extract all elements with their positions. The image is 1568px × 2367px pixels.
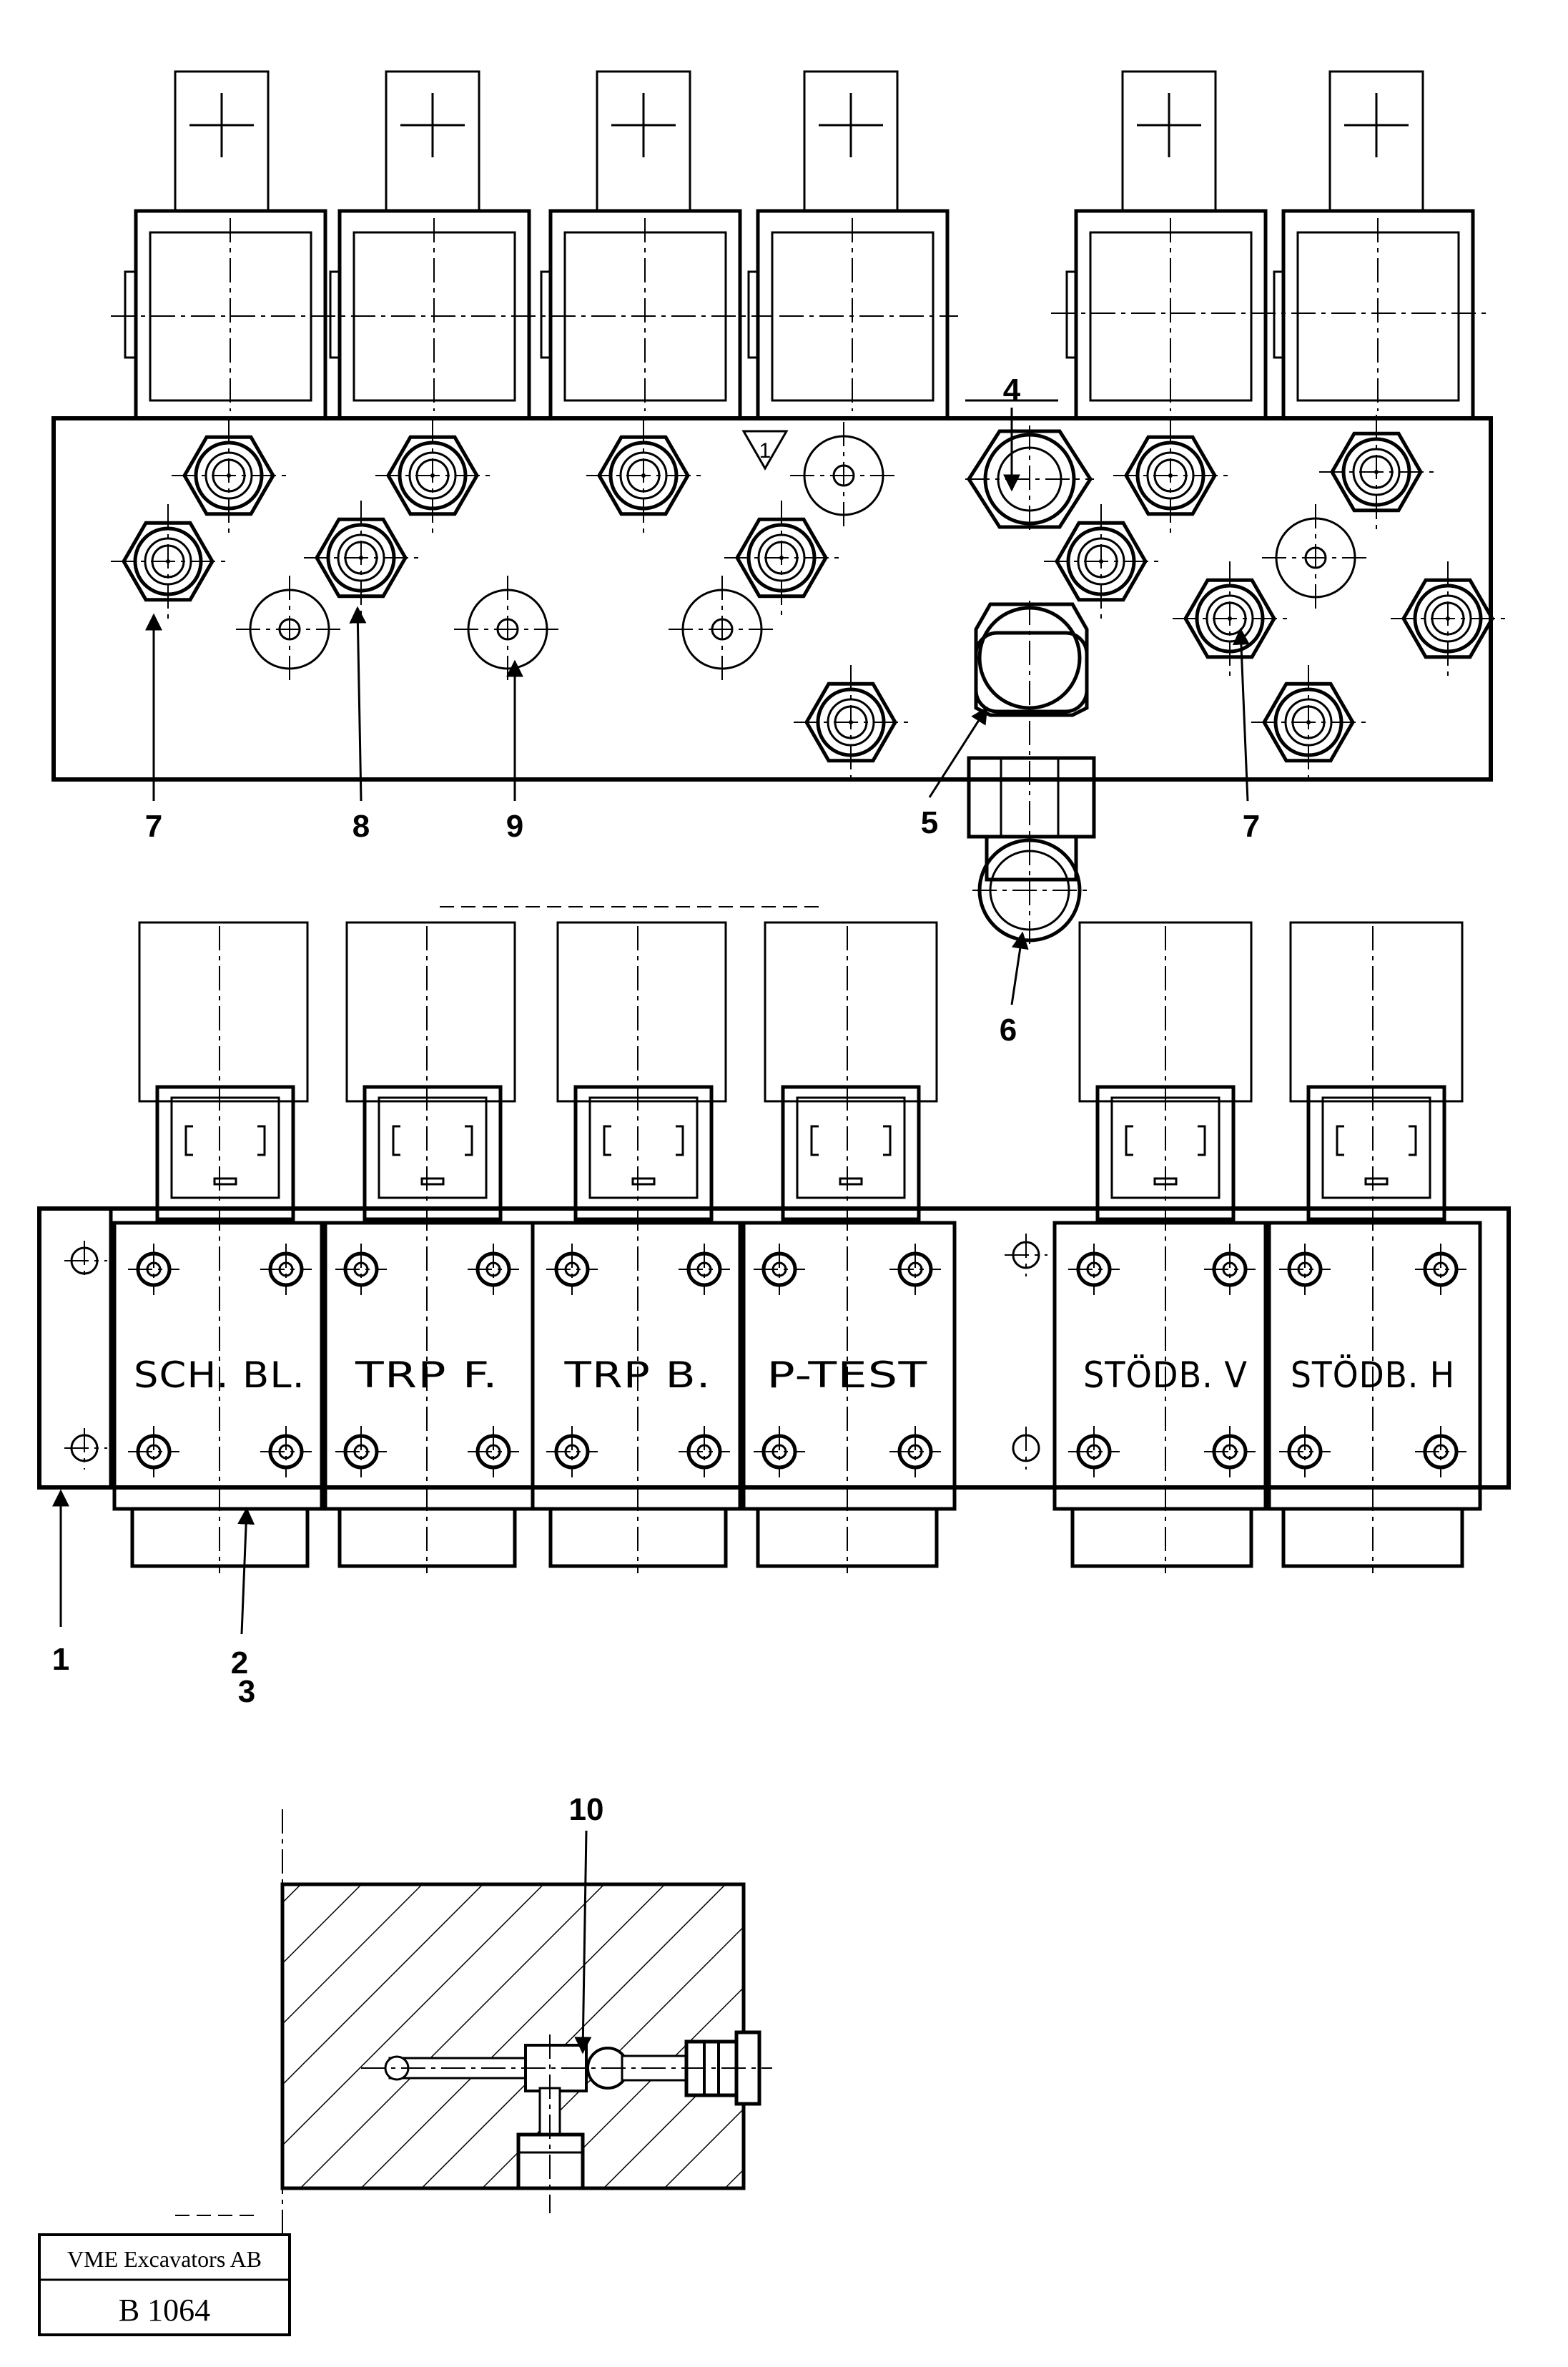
bolt-icon (889, 1426, 941, 1477)
plug-ports (236, 422, 1369, 683)
bolt-icon (468, 1426, 519, 1477)
valve-block-top (51, 416, 1493, 782)
drilled-passage (361, 2030, 772, 2213)
bolt-icon (546, 1244, 598, 1295)
hex-port (794, 665, 908, 779)
callout-3: 3 (238, 1674, 255, 1709)
bolt-icon (335, 1426, 387, 1477)
section-view (280, 1809, 772, 2270)
callout-6: 6 (1000, 1013, 1017, 1048)
plug-connector (781, 1085, 921, 1221)
coil-labels: SCH. BL. TRP F. TRP B. P-TEST STÖDB. V S… (134, 1354, 1455, 1396)
hex-port (1044, 504, 1158, 619)
coil-label-sch-bl: SCH. BL. (134, 1354, 305, 1396)
hex-ports (111, 415, 1505, 779)
front-stems (138, 921, 1464, 1103)
elbow-fitting (967, 601, 1096, 944)
revision-triangle: 1 (741, 430, 789, 471)
plug-port (669, 576, 776, 683)
plug-connector (363, 1085, 503, 1221)
callout-2: 2 (231, 1645, 248, 1680)
head-centerlines (111, 218, 1491, 411)
callout-10: 10 (569, 1792, 604, 1827)
callouts: 1 2 3 4 5 6 7 7 8 9 10 (52, 373, 1260, 2054)
coil-label-stodb-v: STÖDB. V (1083, 1354, 1248, 1396)
bolt-icon (1415, 1426, 1466, 1477)
revision-number: 1 (759, 439, 771, 463)
coil-label-stodb-h: STÖDB. H (1291, 1354, 1455, 1396)
plug-port (790, 422, 897, 529)
plug-connector (155, 1085, 295, 1221)
solenoid-coil (1052, 1221, 1271, 1568)
callout-1: 1 (52, 1642, 69, 1677)
coil-centerlines (219, 926, 1374, 1573)
plug-port (1262, 504, 1369, 611)
bolt-icon (128, 1426, 179, 1477)
callout-9: 9 (506, 809, 523, 844)
bolt-icon (679, 1426, 730, 1477)
bolt-icon (1068, 1426, 1120, 1477)
hex-port (304, 501, 418, 615)
callout-5: 5 (921, 805, 938, 840)
hex-port (724, 501, 839, 615)
bolt-icon (754, 1244, 805, 1295)
solenoid-stems (174, 70, 1424, 212)
drawing-code: B 1064 (119, 2293, 210, 2328)
title-block: VME Excavators AB B 1064 (38, 2215, 291, 2336)
bolt-icon (754, 1426, 805, 1477)
bolt-icon (1279, 1426, 1331, 1477)
callout-8: 8 (352, 809, 370, 844)
bolt-icon (1415, 1244, 1466, 1295)
hex-port (1113, 418, 1228, 533)
coil-label-trp-b: TRP B. (563, 1354, 711, 1396)
bolt-icon (1279, 1244, 1331, 1295)
plug-port (236, 576, 343, 683)
valve-block-front (37, 1206, 1511, 1490)
mid-plugs (1005, 1234, 1047, 1470)
end-plate (37, 1206, 113, 1490)
large-port (965, 425, 1094, 533)
hex-port (586, 418, 701, 533)
hex-port (375, 418, 490, 533)
bolt-icon (1204, 1426, 1256, 1477)
hex-port (172, 418, 286, 533)
top-view: 1 (51, 70, 1505, 944)
plug-port (454, 576, 561, 683)
plug-connector (573, 1085, 714, 1221)
bolt-icon (679, 1244, 730, 1295)
bolt-icon (335, 1244, 387, 1295)
hex-port (1173, 561, 1287, 676)
company-name: VME Excavators AB (67, 2246, 262, 2272)
callout-7-right: 7 (1243, 809, 1260, 844)
solenoid-heads (124, 209, 1475, 420)
bolt-icon (546, 1426, 598, 1477)
section-block (280, 1882, 746, 2190)
bolt-icon (1068, 1244, 1120, 1295)
bolt-icon (1204, 1244, 1256, 1295)
bolt-icon (889, 1244, 941, 1295)
bolt-icon (128, 1244, 179, 1295)
hex-port (1319, 415, 1434, 529)
front-view: SCH. BL. TRP F. TRP B. P-TEST STÖDB. V S… (37, 906, 1511, 1573)
coil-label-p-test: P-TEST (767, 1354, 928, 1396)
callout-4: 4 (1003, 373, 1021, 408)
callout-7-left: 7 (145, 809, 162, 844)
bolt-icon (260, 1244, 312, 1295)
hex-port (1391, 561, 1505, 676)
stem-dashes (189, 93, 1409, 157)
bolt-icon (468, 1244, 519, 1295)
connector-housings (155, 1085, 1446, 1221)
bolt-icon (260, 1426, 312, 1477)
coil-label-trp-f: TRP F. (355, 1354, 498, 1396)
hex-port (1251, 665, 1366, 779)
hex-port (111, 504, 225, 619)
plug-connector (1306, 1085, 1446, 1221)
